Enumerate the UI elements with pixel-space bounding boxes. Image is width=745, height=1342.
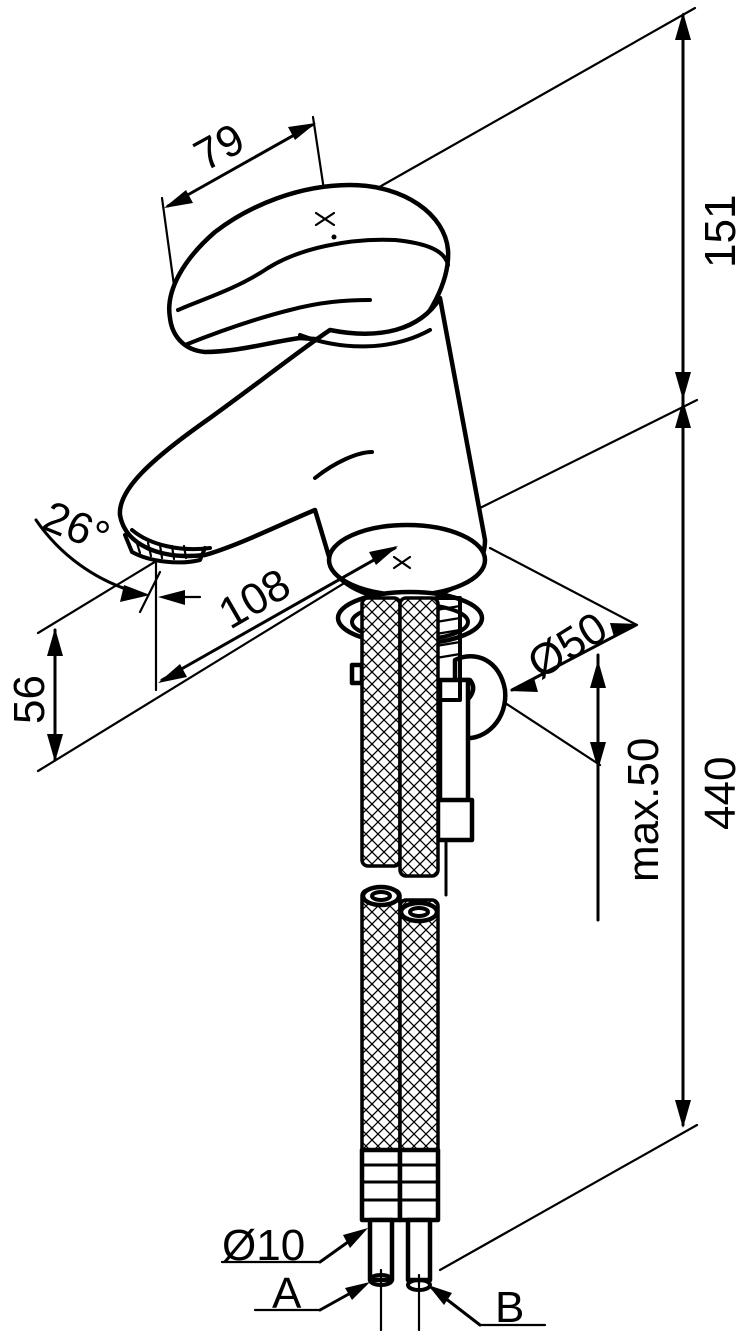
dimension-spout-height: [47, 628, 63, 762]
dimension-base-diameter: [510, 623, 638, 692]
label-connection-a: A: [272, 1269, 302, 1318]
dimension-spout-angle: [34, 518, 202, 692]
label-spout-height: 56: [5, 675, 54, 724]
extension-lines: [36, 6, 699, 1272]
supply-hoses: [359, 596, 441, 1332]
dimension-total-height: [675, 12, 691, 1128]
hose-callouts: [220, 1228, 547, 1327]
faucet-lever: [166, 182, 451, 355]
label-spout-angle: 26°: [36, 492, 116, 562]
dimension-spout-reach: [158, 546, 398, 683]
label-hose-diameter: Ø10: [222, 1221, 305, 1270]
dimension-max-thickness: [590, 653, 606, 922]
label-spout-reach: 108: [211, 560, 299, 639]
faucet-body: [117, 295, 488, 603]
label-lever-height: 151: [696, 195, 745, 268]
label-total-height: 440: [696, 757, 745, 830]
label-max-thickness: max.50: [619, 738, 668, 882]
label-lever-width: 79: [186, 114, 253, 181]
label-connection-b: B: [495, 1283, 524, 1332]
